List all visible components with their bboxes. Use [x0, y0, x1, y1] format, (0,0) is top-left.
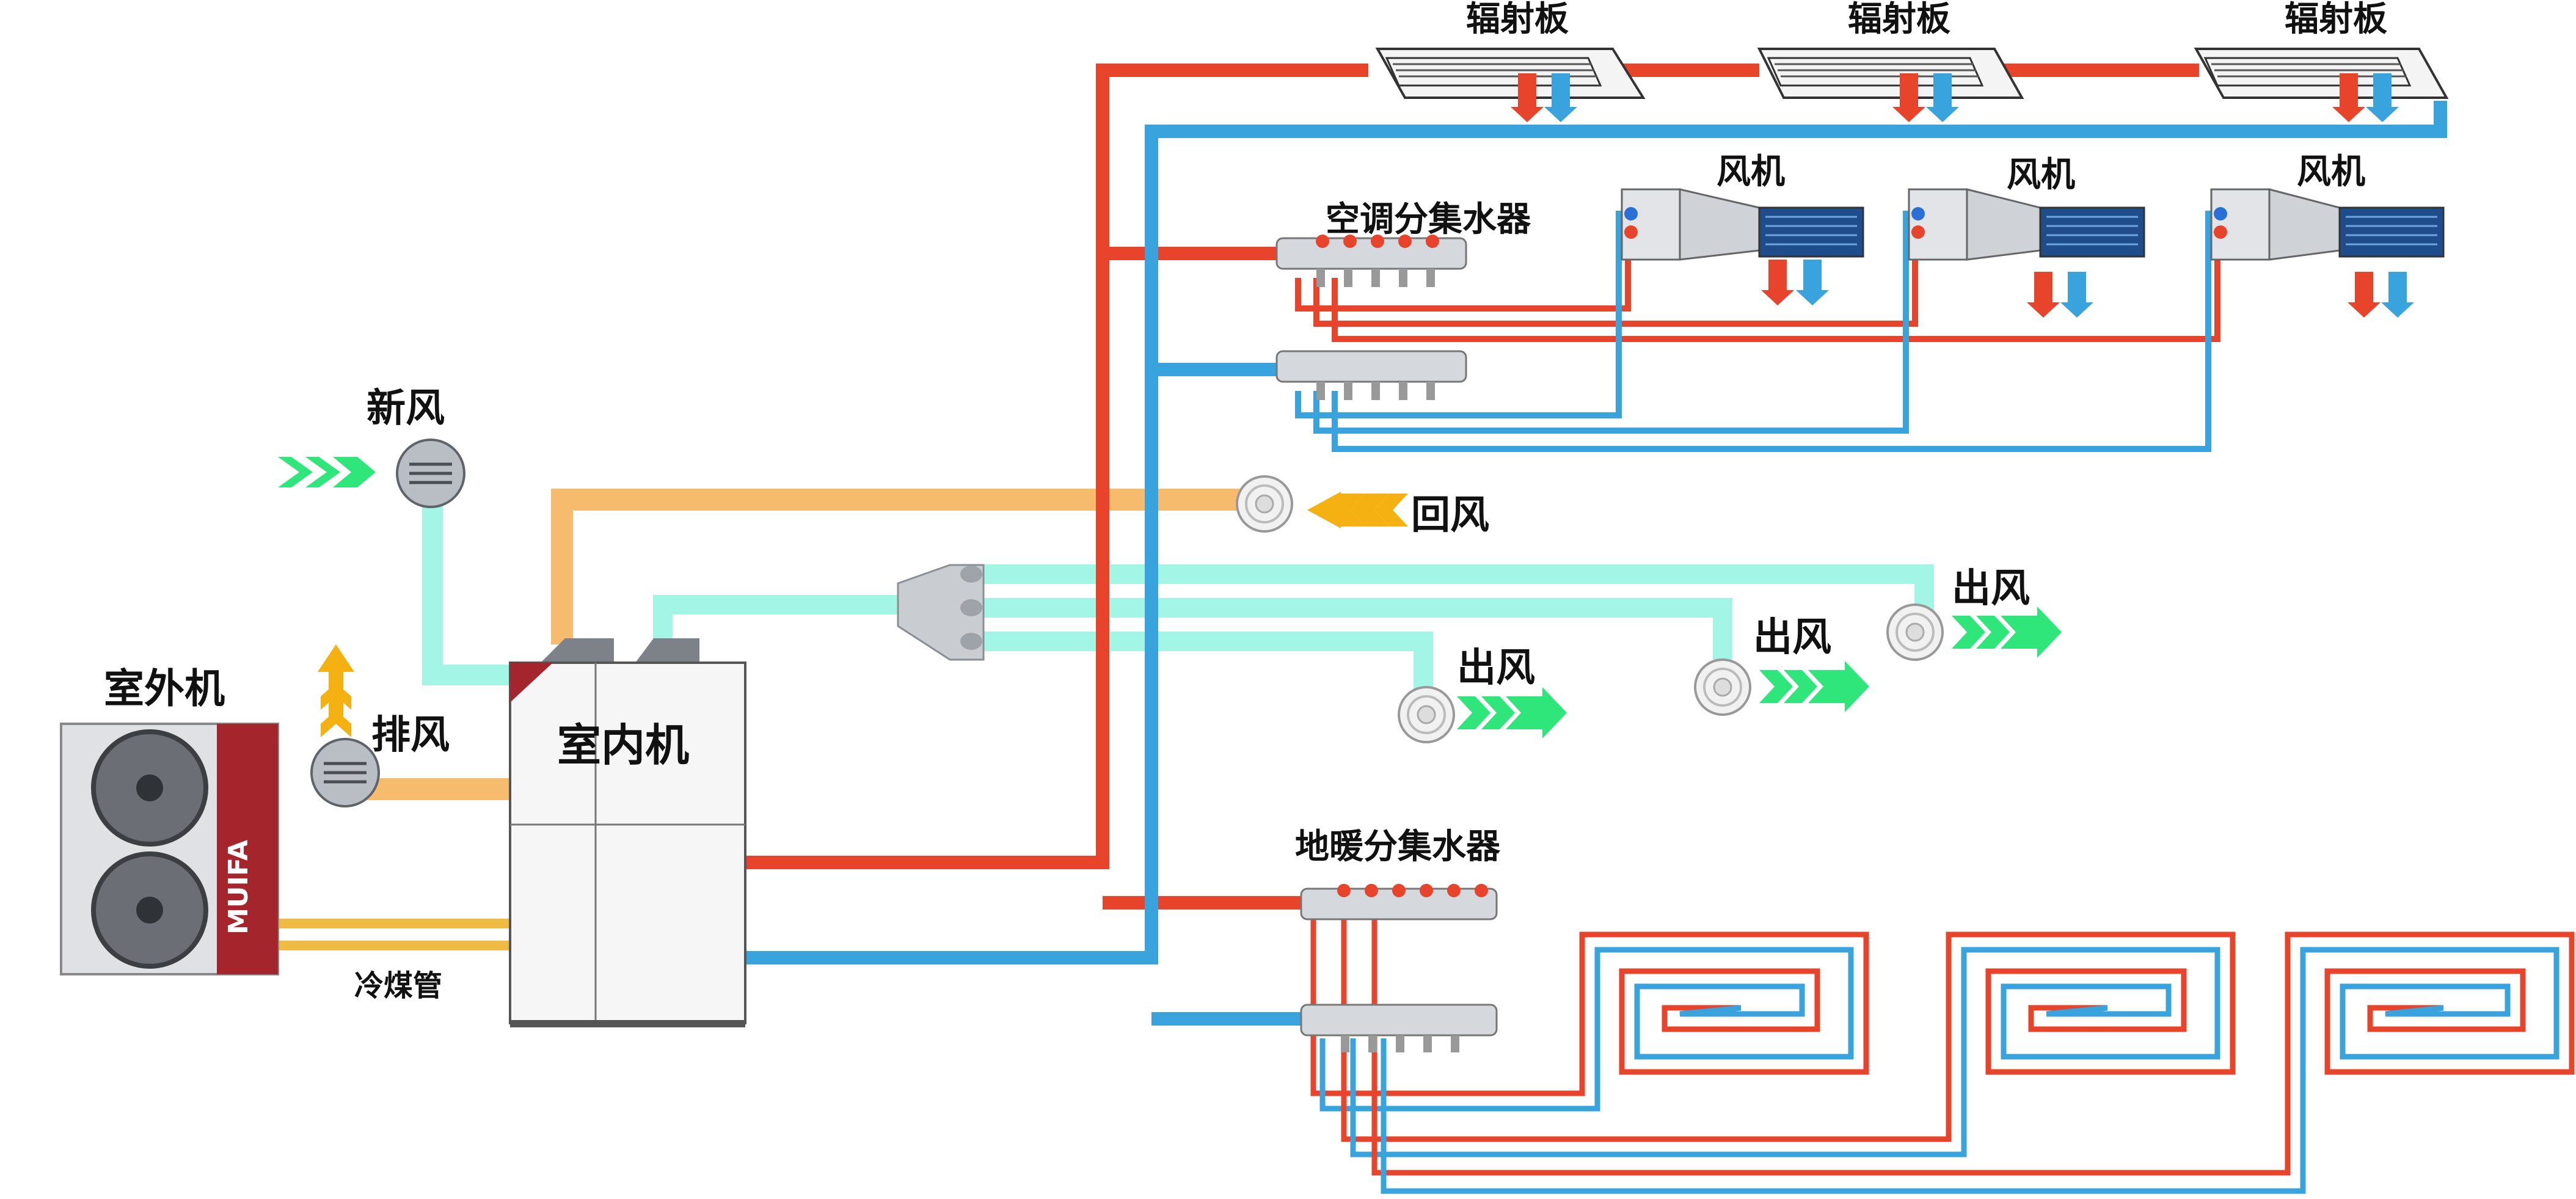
- ac-manifold-label: 空调分集水器: [1326, 200, 1531, 239]
- exhaust-air-arrow: [318, 644, 354, 737]
- return-air-label: 回风: [1411, 493, 1489, 538]
- supply-air-label-2: 出风: [1753, 615, 1831, 660]
- fresh-air-duct: [422, 476, 510, 685]
- outdoor-brand: MUIFA: [223, 840, 254, 935]
- supply-air-arrow-2: [1759, 661, 1869, 712]
- radiant-panel-label-1: 辐射板: [1466, 0, 1569, 39]
- fresh-air-vent: [396, 439, 465, 508]
- refrigerant-pipe-label: 冷煤管: [354, 969, 442, 1003]
- fan-coil-label-1: 风机: [1717, 152, 1785, 192]
- return-air-arrow: [1307, 492, 1408, 528]
- indoor-unit: [509, 638, 746, 1027]
- floor-heating-manifold-label: 地暖分集水器: [1295, 827, 1501, 867]
- floor-heating-manifold: [1300, 884, 1498, 1052]
- radiant-panel-1: [1375, 48, 1646, 99]
- hot-water-pipes: [745, 64, 2199, 909]
- fresh-air-inflow-arrow: [278, 457, 376, 487]
- fan-coil-label-2: 风机: [2007, 155, 2075, 195]
- fan-coil-label-3: 风机: [2297, 152, 2365, 192]
- air-splitter: [897, 564, 985, 661]
- radiant-panel-label-3: 辐射板: [2285, 0, 2387, 39]
- radiant-panel-3: [2194, 48, 2449, 99]
- supply-air-diffuser-3: [1886, 603, 1944, 661]
- floor-heating-loops: [1310, 916, 2575, 1194]
- supply-air-ducts: [653, 564, 1934, 690]
- fan-coil-arrows: [1761, 260, 2414, 318]
- fan-coil-unit-2: [1908, 188, 2145, 261]
- supply-air-diffuser-1: [1398, 686, 1455, 743]
- fan-coil-unit-3: [2210, 188, 2445, 261]
- fan-coil-return-lines: [1295, 211, 2211, 452]
- outdoor-unit-label: 室外机: [104, 665, 225, 712]
- outdoor-unit: [60, 723, 279, 975]
- radiant-panel-label-2: 辐射板: [1848, 0, 1950, 39]
- return-air-duct: [367, 489, 1246, 800]
- fan-coil-unit-1: [1621, 188, 1864, 261]
- indoor-unit-label: 室内机: [557, 720, 689, 771]
- exhaust-air-vent: [310, 738, 380, 807]
- radiant-panel-2: [1757, 48, 2024, 99]
- return-air-diffuser: [1236, 475, 1293, 533]
- cold-water-pipes: [745, 101, 2447, 1026]
- supply-air-arrow-3: [1952, 607, 2062, 658]
- supply-air-diffuser-2: [1694, 658, 1751, 716]
- ac-manifold: [1275, 235, 1467, 400]
- exhaust-air-label: 排风: [371, 713, 450, 758]
- fresh-air-label: 新风: [367, 386, 445, 431]
- supply-air-label-1: 出风: [1457, 646, 1535, 691]
- radiant-arrows: [1511, 73, 2399, 122]
- supply-air-arrow-1: [1457, 687, 1567, 738]
- refrigerant-pipes: [278, 919, 510, 950]
- supply-air-label-3: 出风: [1952, 566, 2030, 611]
